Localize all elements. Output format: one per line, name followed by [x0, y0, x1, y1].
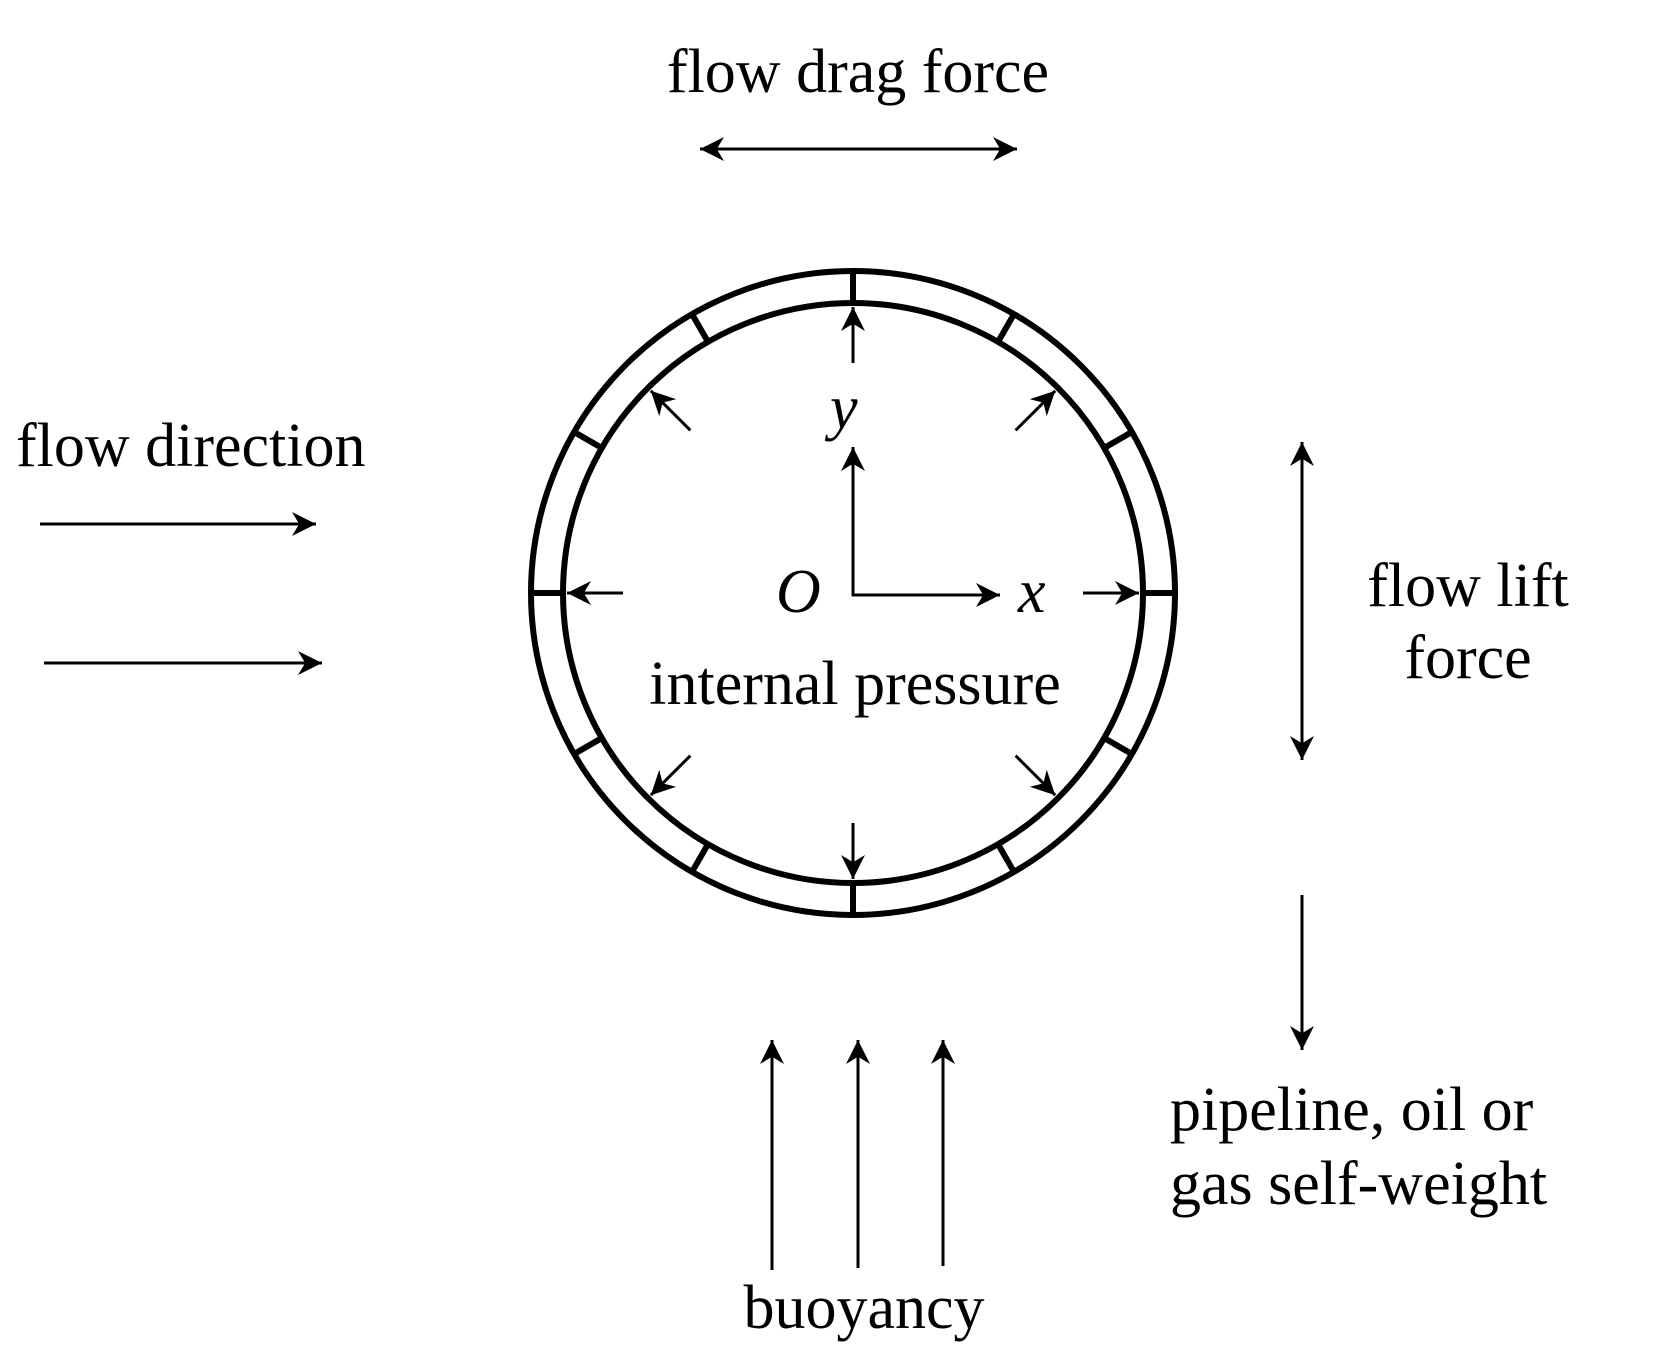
flow-direction-label: flow direction — [16, 412, 366, 480]
wall-divider — [995, 312, 1017, 344]
origin-label: O — [776, 558, 821, 626]
internal-pressure-arrows — [567, 307, 1139, 879]
wall-divider — [1102, 735, 1134, 757]
wall-divider — [572, 429, 604, 451]
wall-divider — [1102, 429, 1134, 451]
self-weight-label-line1: pipeline, oil or — [1170, 1076, 1534, 1144]
flow-lift-force-label-line2: force — [1404, 624, 1531, 692]
wall-divider — [572, 735, 604, 757]
x-axis-label: x — [1017, 558, 1046, 626]
wall-divider — [689, 842, 711, 874]
internal-pressure-label: internal pressure — [649, 650, 1060, 718]
buoyancy-label: buoyancy — [743, 1274, 984, 1342]
self-weight-label-line2: gas self-weight — [1170, 1150, 1547, 1218]
wall-segment-dividers — [531, 271, 1175, 915]
pressure-arrow — [1014, 389, 1057, 432]
flow-lift-force-label-line1: flow lift — [1367, 552, 1568, 620]
y-axis-label: y — [824, 374, 858, 442]
wall-divider — [995, 842, 1017, 874]
pressure-arrow — [1014, 754, 1057, 797]
wall-divider — [689, 312, 711, 344]
flow-drag-force-label: flow drag force — [667, 38, 1049, 106]
pressure-arrow — [649, 389, 692, 432]
pipe-cross-section — [528, 268, 1178, 918]
pressure-arrow — [649, 754, 692, 797]
